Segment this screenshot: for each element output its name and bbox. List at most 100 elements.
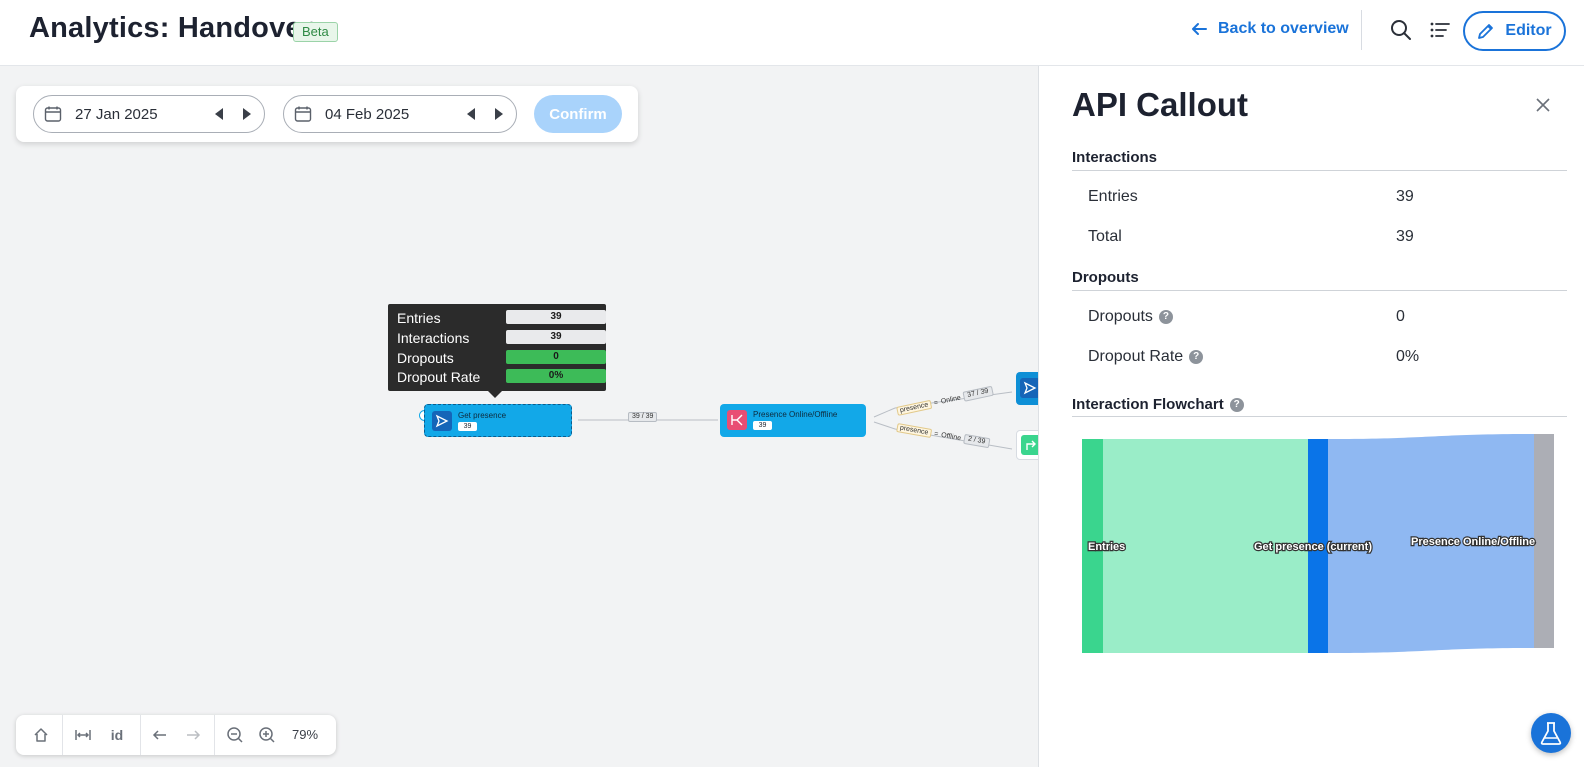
help-icon[interactable]: ? <box>1229 397 1244 412</box>
condition-operator: = <box>933 430 939 438</box>
sankey-node-entries <box>1082 439 1103 653</box>
flask-icon <box>1540 722 1562 745</box>
sankey-label-presence: Presence Online/Offline <box>1411 536 1535 548</box>
tooltip-label: Interactions <box>397 330 470 346</box>
sankey-node-get-presence <box>1308 439 1328 653</box>
toggle-id-button[interactable]: id <box>110 727 124 743</box>
date-range-panel: 27 Jan 2025 04 Feb 2025 Confirm <box>16 86 638 142</box>
start-date-value: 27 Jan 2025 <box>75 106 158 123</box>
editor-button[interactable]: Editor <box>1463 11 1566 51</box>
stat-value: 0% <box>1396 348 1420 365</box>
toolbar-divider <box>214 715 215 755</box>
close-icon[interactable] <box>1535 97 1551 113</box>
condition-value: Offline <box>940 431 962 442</box>
flow-node-partial-offline[interactable] <box>1016 430 1038 460</box>
flow-node-partial-online[interactable] <box>1016 372 1038 405</box>
undo-icon[interactable] <box>150 725 170 745</box>
app-header: Analytics: Handover Beta Back to overvie… <box>0 0 1584 66</box>
toolbar-divider <box>62 715 63 755</box>
labs-button[interactable] <box>1531 713 1571 753</box>
node-count: 39 <box>458 422 477 431</box>
tooltip-value: 0 <box>506 350 606 364</box>
help-icon[interactable]: ? <box>1158 310 1173 324</box>
stat-label: Dropout Rate ? <box>1088 348 1204 366</box>
pencil-icon <box>1478 24 1494 39</box>
sankey-link-get-presence-presence <box>1328 434 1534 653</box>
node-count: 39 <box>753 421 772 430</box>
node-label: Get presence <box>458 411 507 420</box>
list-icon[interactable] <box>1428 18 1452 42</box>
stat-value: 39 <box>1396 228 1414 245</box>
canvas-toolbar: id 79% <box>16 715 336 755</box>
tooltip-label: Entries <box>397 310 441 326</box>
node-tooltip: Entries 39 Interactions 39 Dropouts 0 Dr… <box>388 304 606 398</box>
search-icon[interactable] <box>1389 18 1413 42</box>
next-end-date-arrow[interactable] <box>495 108 503 120</box>
zoom-in-icon[interactable] <box>257 725 277 745</box>
start-date-field[interactable]: 27 Jan 2025 <box>33 95 265 133</box>
flow-canvas[interactable]: 27 Jan 2025 04 Feb 2025 Confirm 39 / 39 … <box>0 66 1038 767</box>
page-title: Analytics: Handover <box>29 12 314 44</box>
tooltip-value: 39 <box>506 310 606 324</box>
redo-icon[interactable] <box>183 725 203 745</box>
home-icon[interactable] <box>31 725 51 745</box>
dropouts-label: Dropouts <box>1088 308 1153 325</box>
interactions-section-title: Interactions <box>1072 149 1158 166</box>
tooltip-value: 0% <box>506 369 606 383</box>
branch-icon <box>727 410 747 430</box>
stat-label: Total <box>1088 228 1122 245</box>
tooltip-row: Dropouts 0 <box>397 349 606 367</box>
flowchart-section-title: Interaction Flowchart ? <box>1072 396 1244 413</box>
sankey-label-entries: Entries <box>1088 541 1125 553</box>
send-icon <box>432 411 452 431</box>
header-divider <box>1361 10 1362 50</box>
edge-count-label: 39 / 39 <box>628 412 658 422</box>
back-to-overview-label: Back to overview <box>1218 20 1349 37</box>
end-date-field[interactable]: 04 Feb 2025 <box>283 95 517 133</box>
tooltip-row: Dropout Rate 0% <box>397 368 606 386</box>
details-panel: API Callout Interactions Entries 39 Tota… <box>1038 66 1584 767</box>
tooltip-label: Dropout Rate <box>397 369 481 385</box>
toolbar-divider <box>140 715 141 755</box>
stat-value: 39 <box>1396 188 1414 205</box>
stat-value: 0 <box>1396 308 1405 325</box>
arrow-left-icon <box>1192 23 1207 35</box>
sankey-label-get-presence: Get presence (current) <box>1254 541 1372 553</box>
flow-node-get-presence[interactable]: Get presence 39 <box>424 404 572 437</box>
section-divider <box>1072 290 1567 291</box>
back-to-overview-link[interactable]: Back to overview <box>1190 20 1349 38</box>
editor-label: Editor <box>1505 22 1552 39</box>
sankey-link-entries-get-presence <box>1103 439 1308 653</box>
calendar-icon <box>44 106 62 122</box>
calendar-icon <box>294 106 312 122</box>
prev-end-date-arrow[interactable] <box>467 108 475 120</box>
beta-badge: Beta <box>293 22 338 42</box>
end-date-value: 04 Feb 2025 <box>325 106 410 123</box>
tooltip-row: Entries 39 <box>397 309 606 327</box>
tooltip-value: 39 <box>506 330 606 344</box>
interaction-sankey[interactable]: Entries Get presence (current) Presence … <box>1082 433 1564 655</box>
stat-label: Entries <box>1088 188 1138 205</box>
zoom-out-icon[interactable] <box>225 725 245 745</box>
panel-title: API Callout <box>1072 86 1249 123</box>
help-icon[interactable]: ? <box>1189 350 1204 364</box>
confirm-button[interactable]: Confirm <box>534 95 622 133</box>
fit-width-icon[interactable] <box>73 725 93 745</box>
tooltip-row: Interactions 39 <box>397 329 606 347</box>
flowchart-title-text: Interaction Flowchart <box>1072 396 1224 413</box>
dropout-rate-label: Dropout Rate <box>1088 348 1184 365</box>
tooltip-label: Dropouts <box>397 350 454 366</box>
section-divider <box>1072 170 1567 171</box>
redirect-icon <box>1021 435 1038 455</box>
prev-start-date-arrow[interactable] <box>215 108 223 120</box>
condition-operator: = <box>933 398 939 407</box>
dropouts-section-title: Dropouts <box>1072 269 1139 286</box>
section-divider <box>1072 416 1567 417</box>
node-label: Presence Online/Offline <box>753 410 838 419</box>
stat-label: Dropouts ? <box>1088 308 1173 326</box>
flow-node-presence-online-offline[interactable]: Presence Online/Offline 39 <box>720 404 866 437</box>
sankey-node-presence <box>1534 434 1554 648</box>
zoom-level: 79% <box>292 727 319 742</box>
send-icon <box>1020 378 1038 398</box>
next-start-date-arrow[interactable] <box>243 108 251 120</box>
